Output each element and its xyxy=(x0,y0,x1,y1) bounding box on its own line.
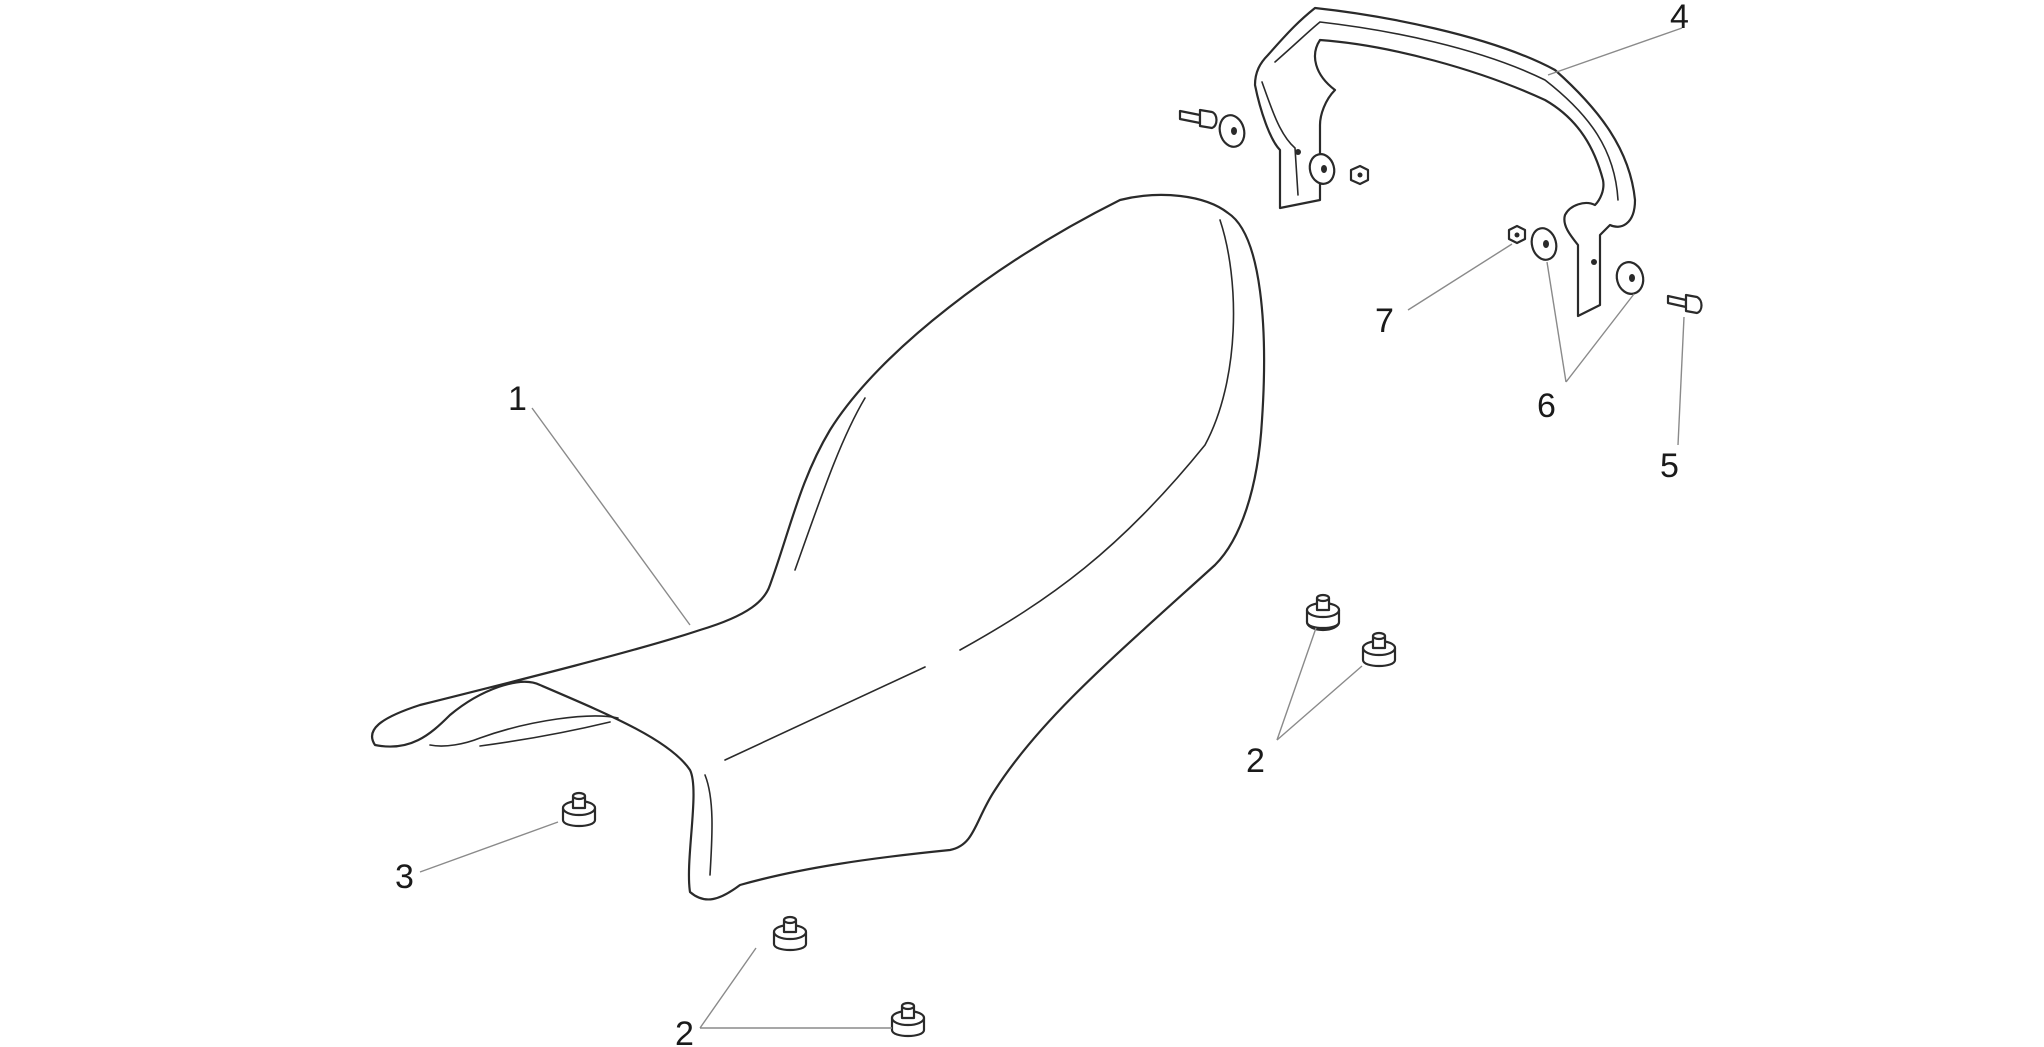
leader-screw xyxy=(1677,316,1685,446)
screw-part-left xyxy=(1178,108,1218,130)
leader-buffer-e xyxy=(419,821,559,873)
leader-handle xyxy=(1547,27,1683,76)
leader-washer-a xyxy=(1546,261,1567,383)
washer-part-4 xyxy=(1615,261,1645,295)
leader-nut xyxy=(1407,243,1513,311)
leader-buffer-a xyxy=(1276,627,1317,741)
screw-part-right xyxy=(1666,293,1703,315)
callout-grab-handle: 4 xyxy=(1670,0,1689,36)
callout-labels: 1 4 7 6 5 2 3 2 xyxy=(395,0,1689,1047)
washer-part-3 xyxy=(1530,227,1558,261)
washer-part-2 xyxy=(1308,153,1336,185)
leader-washer-b xyxy=(1565,293,1635,383)
rubber-buffer-part-b xyxy=(1361,631,1397,668)
rubber-buffer-part-e xyxy=(561,791,597,828)
callout-nut: 7 xyxy=(1375,302,1394,340)
callout-screw: 5 xyxy=(1660,447,1679,485)
leader-seat xyxy=(531,407,691,626)
leader-buffer-c xyxy=(699,947,757,1029)
rubber-buffer-part-a xyxy=(1305,593,1341,632)
callout-rubber-buffer-front: 2 xyxy=(1246,742,1265,780)
callout-rubber-buffer-rear: 3 xyxy=(395,858,414,896)
callout-washers: 6 xyxy=(1537,387,1556,425)
washer-part-1 xyxy=(1218,114,1246,148)
nut-part-1 xyxy=(1349,164,1370,186)
callout-rubber-buffer-mid: 2 xyxy=(675,1015,694,1047)
grab-handle-part xyxy=(1253,6,1637,318)
seat-part xyxy=(370,193,1266,901)
rubber-buffer-part-d xyxy=(890,1001,926,1038)
callout-seat: 1 xyxy=(508,380,527,418)
nut-part-2 xyxy=(1507,224,1527,245)
leader-lines xyxy=(419,27,1685,1029)
leader-buffer-b xyxy=(1276,665,1363,741)
rubber-buffer-part-c xyxy=(772,915,808,952)
